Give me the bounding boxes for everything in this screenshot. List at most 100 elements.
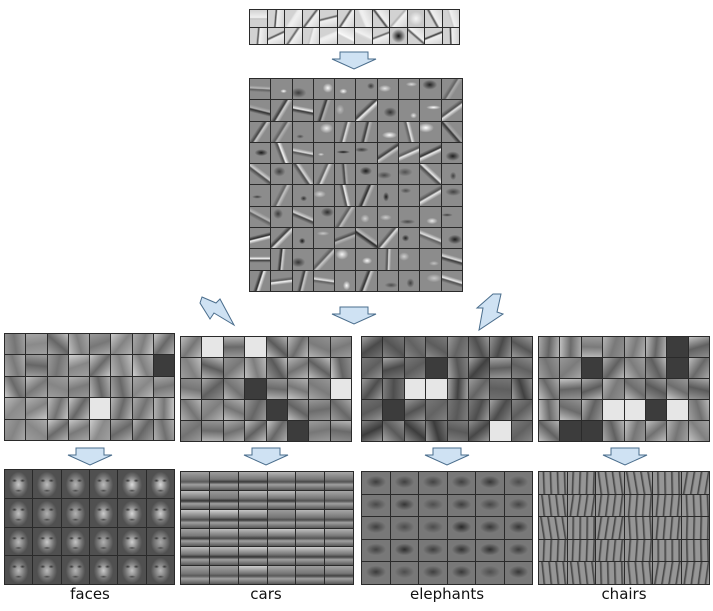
down-arrow-elephants bbox=[424, 447, 470, 466]
filter-tile bbox=[250, 121, 271, 142]
filter-tile bbox=[420, 100, 441, 121]
filter-tile bbox=[356, 79, 377, 100]
filter-tile bbox=[596, 517, 624, 539]
filter-tile bbox=[653, 517, 681, 539]
filter-tile bbox=[68, 398, 89, 419]
filter-tile bbox=[404, 358, 426, 378]
filter-tile bbox=[111, 419, 132, 440]
filter-tile bbox=[490, 337, 511, 357]
filter-tile bbox=[181, 337, 202, 357]
filter-tile bbox=[292, 142, 313, 164]
filter-tile bbox=[377, 164, 399, 185]
filter-tile bbox=[271, 270, 292, 291]
filter-tile bbox=[181, 472, 209, 490]
filter-tile bbox=[362, 472, 390, 494]
filter-tile bbox=[419, 472, 447, 494]
filter-tile bbox=[292, 79, 313, 100]
filter-tile bbox=[377, 142, 399, 164]
filter-tile bbox=[407, 10, 424, 27]
filter-tile bbox=[420, 249, 441, 270]
filter-tile bbox=[539, 494, 567, 517]
down-arrow-2 bbox=[331, 306, 377, 325]
filter-tile bbox=[47, 334, 68, 355]
chairs-object-filters bbox=[538, 471, 710, 585]
elephants-label: elephants bbox=[409, 585, 485, 603]
filter-tile bbox=[399, 164, 420, 185]
filter-tile bbox=[271, 100, 292, 121]
filter-tile bbox=[309, 379, 330, 399]
filter-tile bbox=[26, 334, 47, 355]
filter-tile bbox=[238, 509, 267, 528]
filter-tile bbox=[111, 376, 132, 398]
filter-tile bbox=[390, 472, 418, 494]
filter-tile bbox=[390, 494, 418, 517]
filter-tile bbox=[383, 379, 404, 399]
filter-tile bbox=[539, 472, 567, 494]
filter-tile bbox=[377, 79, 399, 100]
filter-tile bbox=[118, 470, 146, 498]
filter-tile bbox=[447, 562, 475, 584]
filter-tile bbox=[425, 27, 442, 44]
filter-tile bbox=[181, 358, 202, 378]
filter-tile bbox=[399, 79, 420, 100]
filter-tile bbox=[153, 398, 174, 419]
filter-tile bbox=[325, 472, 353, 490]
filter-tile bbox=[390, 10, 407, 27]
filter-tile bbox=[356, 164, 377, 185]
filter-tile bbox=[296, 490, 325, 509]
filter-tile bbox=[267, 566, 296, 584]
filter-tile bbox=[362, 494, 390, 517]
filter-tile bbox=[335, 270, 356, 291]
filter-tile bbox=[681, 517, 709, 539]
filter-tile bbox=[490, 379, 511, 399]
filter-tile bbox=[238, 547, 267, 566]
first-layer-edge-filters bbox=[249, 9, 460, 45]
filter-tile bbox=[399, 228, 420, 249]
filter-tile bbox=[209, 547, 238, 566]
filter-tile bbox=[624, 539, 652, 562]
filter-tile bbox=[271, 121, 292, 142]
filter-tile bbox=[447, 494, 475, 517]
filter-tile bbox=[271, 164, 292, 185]
filter-tile bbox=[266, 358, 287, 378]
filter-tile bbox=[68, 334, 89, 355]
filter-tile bbox=[330, 400, 351, 420]
filter-tile bbox=[688, 337, 709, 357]
filter-tile bbox=[271, 206, 292, 228]
filter-tile bbox=[420, 185, 441, 206]
filter-tile bbox=[90, 398, 111, 419]
filter-tile bbox=[407, 27, 424, 44]
filter-tile bbox=[377, 121, 399, 142]
filter-tile bbox=[511, 337, 532, 357]
filter-tile bbox=[419, 539, 447, 562]
filter-tile bbox=[377, 185, 399, 206]
filter-tile bbox=[5, 398, 26, 419]
filter-tile bbox=[337, 27, 354, 44]
filter-tile bbox=[111, 398, 132, 419]
filter-tile bbox=[539, 539, 567, 562]
filter-tile bbox=[209, 509, 238, 528]
filter-tile bbox=[292, 185, 313, 206]
filter-tile bbox=[624, 562, 652, 584]
filter-tile bbox=[355, 10, 372, 27]
filter-tile bbox=[447, 517, 475, 539]
filter-tile bbox=[539, 400, 560, 420]
filter-tile bbox=[442, 10, 459, 27]
filter-tile bbox=[330, 379, 351, 399]
filter-tile bbox=[603, 337, 624, 357]
filter-tile bbox=[356, 121, 377, 142]
filter-tile bbox=[581, 421, 603, 441]
filter-tile bbox=[560, 358, 581, 378]
filter-tile bbox=[47, 419, 68, 440]
filter-tile bbox=[287, 358, 309, 378]
filter-tile bbox=[688, 358, 709, 378]
filter-tile bbox=[420, 79, 441, 100]
filter-tile bbox=[362, 400, 383, 420]
filter-tile bbox=[511, 358, 532, 378]
filter-tile bbox=[581, 400, 603, 420]
filter-tile bbox=[335, 79, 356, 100]
filter-tile bbox=[202, 421, 223, 441]
filter-tile bbox=[399, 185, 420, 206]
filter-tile bbox=[271, 79, 292, 100]
filter-tile bbox=[420, 121, 441, 142]
